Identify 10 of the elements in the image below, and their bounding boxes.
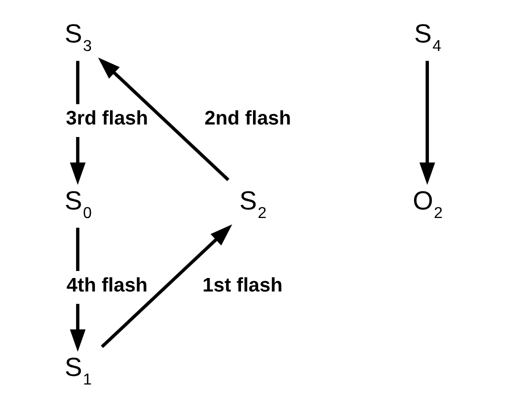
node-text: S$_{2}$ <box>239 185 267 222</box>
edge-label: 3rd flash <box>66 108 148 130</box>
edge-label: 2nd flash <box>204 108 292 130</box>
node-text: S$_{3}$ <box>64 18 92 55</box>
node-text: S$_{4}$ <box>414 18 442 55</box>
node-text: S$_{0}$ <box>64 185 92 222</box>
node-text: O$_{2}$ <box>412 185 443 222</box>
node-text: S$_{1}$ <box>64 352 92 389</box>
edge-label: 1st flash <box>202 274 283 296</box>
edge-label: 4th flash <box>66 274 148 296</box>
